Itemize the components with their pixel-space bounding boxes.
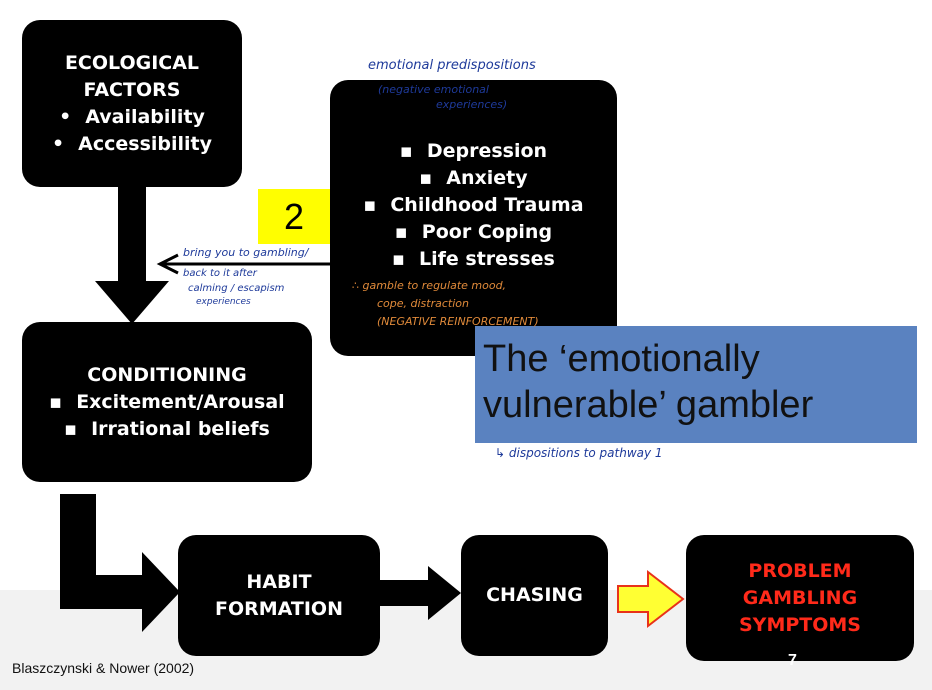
- overlay-title-box: The ‘emotionally vulnerable’ gambler: [475, 326, 917, 443]
- list-item: ▪Excitement/Arousal: [49, 390, 285, 413]
- list-item: ▪Irrational beliefs: [64, 417, 270, 440]
- habit-to-chasing-head: [428, 566, 461, 620]
- eco-to-conditioning-head: [95, 281, 169, 324]
- conditioning-list: ▪Excitement/Arousal ▪Irrational beliefs: [49, 389, 284, 443]
- chasing-title: CHASING: [486, 584, 583, 606]
- ecological-title: ECOLOGICAL FACTORS: [64, 51, 200, 101]
- habit-title: HABIT FORMATION: [215, 570, 343, 620]
- annotation-top-3: experiences): [436, 98, 508, 111]
- elbow-head: [142, 552, 180, 632]
- conditioning-title: CONDITIONING: [87, 363, 247, 386]
- chasing-box: CHASING: [461, 535, 608, 656]
- elbow-horizontal: [60, 575, 142, 609]
- annotation-orange-1: ∴ gamble to regulate mood,: [352, 279, 507, 292]
- list-item: ▪Depression: [399, 140, 548, 162]
- chasing-to-problem-arrow: [617, 569, 685, 629]
- annotation-top-1: emotional predispositions: [368, 58, 536, 73]
- annotation-orange-3: (NEGATIVE REINFORCEMENT): [377, 315, 539, 328]
- ecological-list: •Availability •Accessibility: [52, 104, 212, 158]
- citation: Blaszczynski & Nower (2002): [12, 660, 195, 676]
- emotional-factors-box: ▪Depression ▪Anxiety ▪Childhood Trauma ▪…: [330, 80, 617, 356]
- problem-gambling-box: PROBLEM GAMBLING SYMPTOMS: [686, 535, 914, 661]
- eco-to-conditioning-shaft: [118, 185, 146, 281]
- list-item: ▪Anxiety: [419, 167, 528, 189]
- pathway-badge-label: 2: [283, 195, 305, 237]
- list-item: ▪Poor Coping: [394, 221, 553, 243]
- overlay-title: The ‘emotionally vulnerable’ gambler: [483, 338, 814, 426]
- habit-to-chasing-shaft: [380, 580, 428, 606]
- conditioning-box: CONDITIONING ▪Excitement/Arousal ▪Irrati…: [22, 322, 312, 482]
- ecological-factors-box: ECOLOGICAL FACTORS •Availability •Access…: [22, 20, 242, 187]
- annotation-top-2: (negative emotional: [378, 83, 489, 96]
- annotation-orange-2: cope, distraction: [377, 297, 469, 310]
- annotation-left-4: experiences: [196, 297, 251, 307]
- problem-title: PROBLEM GAMBLING SYMPTOMS: [739, 559, 861, 636]
- list-item: ▪Childhood Trauma: [363, 194, 584, 216]
- annotation-left-2: back to it after: [183, 268, 257, 279]
- annotation-left-1: bring you to gambling/: [183, 246, 309, 259]
- annotation-left-3: calming / escapism: [188, 283, 285, 294]
- list-item: •Accessibility: [51, 132, 212, 155]
- habit-formation-box: HABIT FORMATION: [178, 535, 380, 656]
- page-number: 7: [788, 652, 797, 669]
- handdrawn-arrow-head: [156, 253, 179, 275]
- pathway-badge: 2: [258, 189, 330, 244]
- annotation-bottom: ↳ dispositions to pathway 1: [495, 446, 663, 460]
- emotional-list: ▪Depression ▪Anxiety ▪Childhood Trauma ▪…: [363, 138, 583, 273]
- list-item: •Availability: [59, 105, 205, 128]
- list-item: ▪Life stresses: [392, 248, 555, 270]
